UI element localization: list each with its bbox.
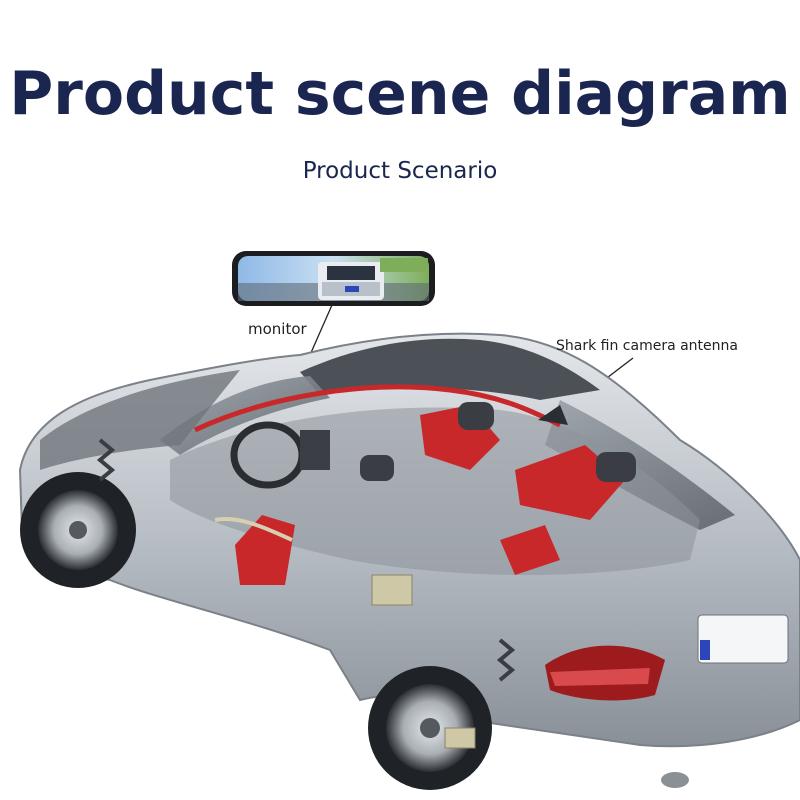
car-cutaway-illustration [18,332,800,790]
monitor-label: monitor [248,320,307,338]
page-subtitle: Product Scenario [302,158,498,184]
mirror-monitor-icon [232,251,435,306]
shark-fin-camera-label: Shark fin camera antenna [556,338,738,354]
page-title: Product scene diagram [9,59,791,129]
